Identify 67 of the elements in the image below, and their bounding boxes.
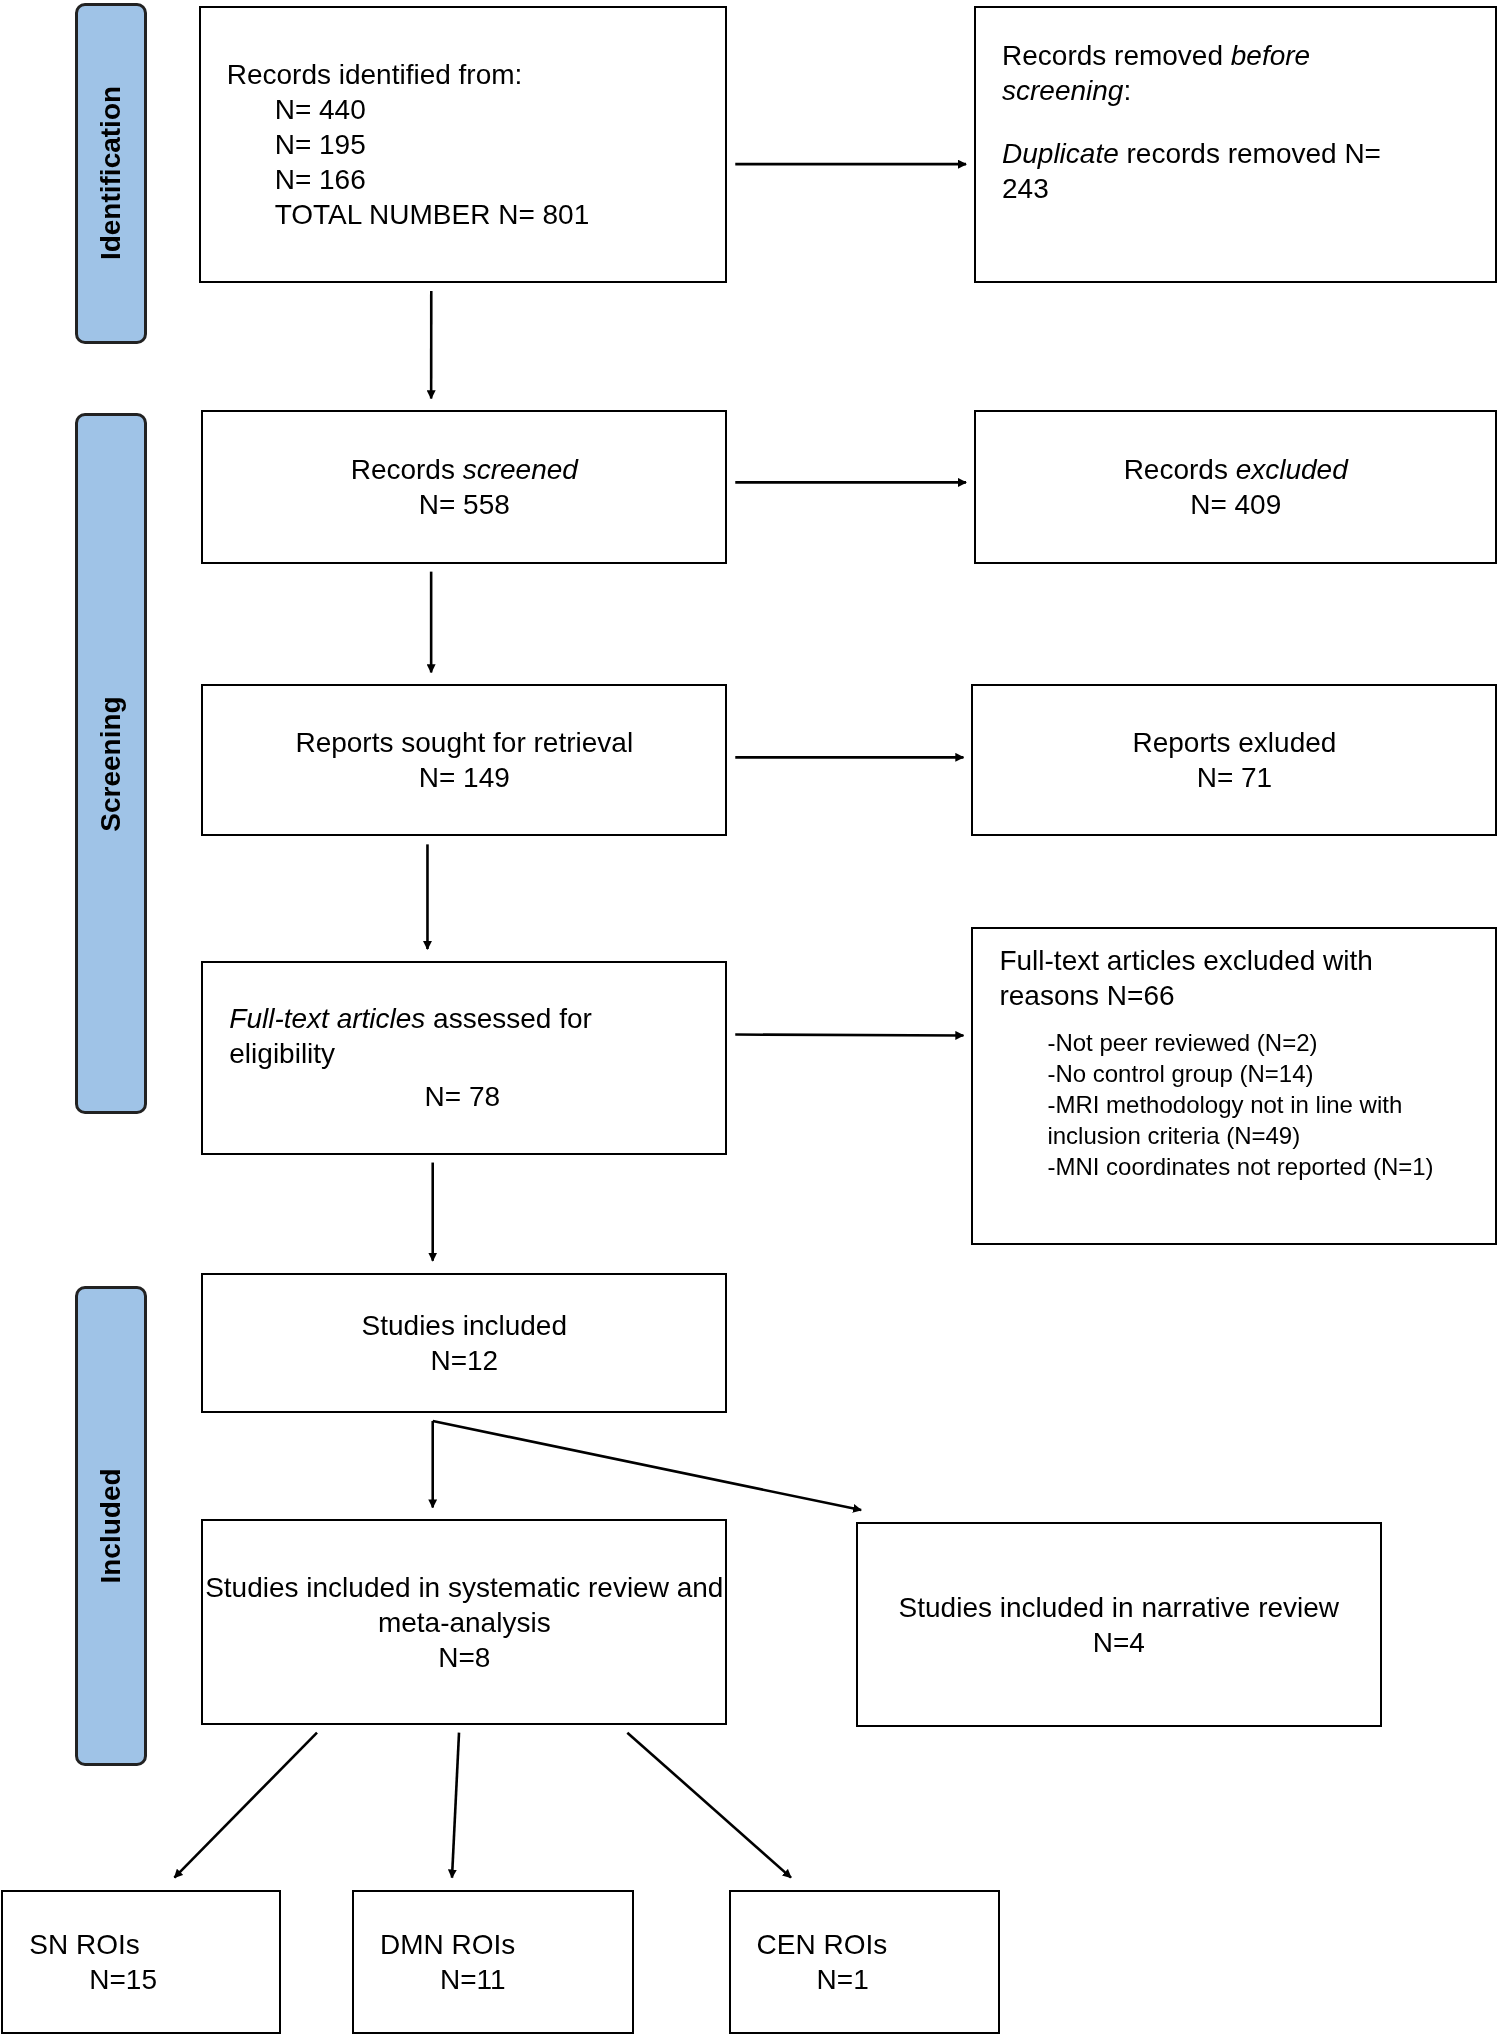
box-text: Records screened: [350, 453, 578, 487]
stage-band: [75, 1285, 147, 1767]
stage-band: [75, 2, 147, 345]
box-text: N= 409: [1190, 488, 1282, 522]
arrow: [735, 752, 965, 762]
box-text: Studies included: [361, 1308, 567, 1343]
box-text: DMN ROIs: [379, 1927, 517, 1962]
arrow: [428, 1421, 438, 1509]
stage-band: [75, 413, 147, 1115]
box-text: Records removed before screening:: [1002, 39, 1312, 109]
arrow: [735, 159, 967, 169]
box-text: N= 78: [423, 1080, 502, 1115]
stage-label: Included: [94, 1468, 128, 1584]
process-box: [971, 684, 1498, 837]
process-box: [855, 1522, 1382, 1728]
box-text: SN ROIs: [29, 1927, 141, 1962]
box-text: N= 558: [418, 488, 510, 522]
process-box: [198, 6, 728, 284]
box-text: N=15: [88, 1962, 158, 1997]
arrow: [426, 291, 436, 400]
box-text: -Not peer reviewed (N=2): [1046, 1028, 1319, 1059]
box-text: Full-text articles assessed for eligibility: [229, 1002, 593, 1072]
arrow: [735, 477, 967, 487]
stage-label: Identification: [94, 86, 127, 261]
box-text: N= 149: [418, 761, 510, 796]
box-text: N= 166: [273, 163, 367, 198]
box-text: -MNI coordinates not reported (N=1): [1046, 1152, 1435, 1183]
box-text: N=12: [430, 1343, 499, 1378]
process-box: [974, 410, 1498, 564]
box-text: Records identified from:: [226, 58, 524, 93]
arrow: [447, 1732, 461, 1879]
arrow: [626, 1731, 792, 1879]
process-box: [728, 1889, 1000, 2034]
stage-label: Screening: [94, 695, 127, 832]
process-box: [201, 961, 728, 1155]
box-text: -No control group (N=14): [1046, 1059, 1315, 1090]
box-text: Records excluded: [1123, 453, 1348, 487]
arrow: [735, 1030, 965, 1040]
box-text: CEN ROIs: [756, 1927, 889, 1962]
process-box: [201, 1519, 728, 1725]
process-box: [974, 6, 1498, 284]
box-text: N= 71: [1196, 761, 1273, 796]
box-text: Reports exluded: [1132, 726, 1337, 761]
box-text: N= 440: [273, 93, 367, 128]
box-text: Studies included in systematic review and meta-analysis: [204, 1570, 725, 1640]
box-text: N=1: [815, 1962, 870, 1997]
process-box: [201, 684, 728, 837]
process-box: [1, 1889, 281, 2034]
box-text: N=8: [438, 1640, 491, 1675]
box-text: Reports sought for retrieval: [295, 726, 634, 761]
box-text: N= 195: [273, 128, 367, 163]
arrow: [426, 571, 436, 674]
box-text: N=4: [1092, 1625, 1145, 1660]
box-text: TOTAL NUMBER N= 801: [273, 198, 591, 233]
box-text: Duplicate records removed N= 243: [1002, 137, 1382, 207]
box-text: -MRI methodology not in line with inclusion criteria (N=49): [1046, 1090, 1404, 1152]
process-box: [201, 410, 728, 564]
arrow: [173, 1731, 318, 1879]
arrow: [422, 844, 432, 950]
process-box: [351, 1889, 634, 2034]
arrow: [432, 1419, 862, 1513]
process-box: [201, 1272, 728, 1413]
box-text: N=11: [438, 1962, 507, 1997]
box-text: Studies included in narrative review: [898, 1590, 1340, 1625]
arrow: [428, 1162, 438, 1262]
process-box: [971, 927, 1498, 1246]
box-text: Full-text articles excluded with reasons N=66: [999, 944, 1374, 1014]
